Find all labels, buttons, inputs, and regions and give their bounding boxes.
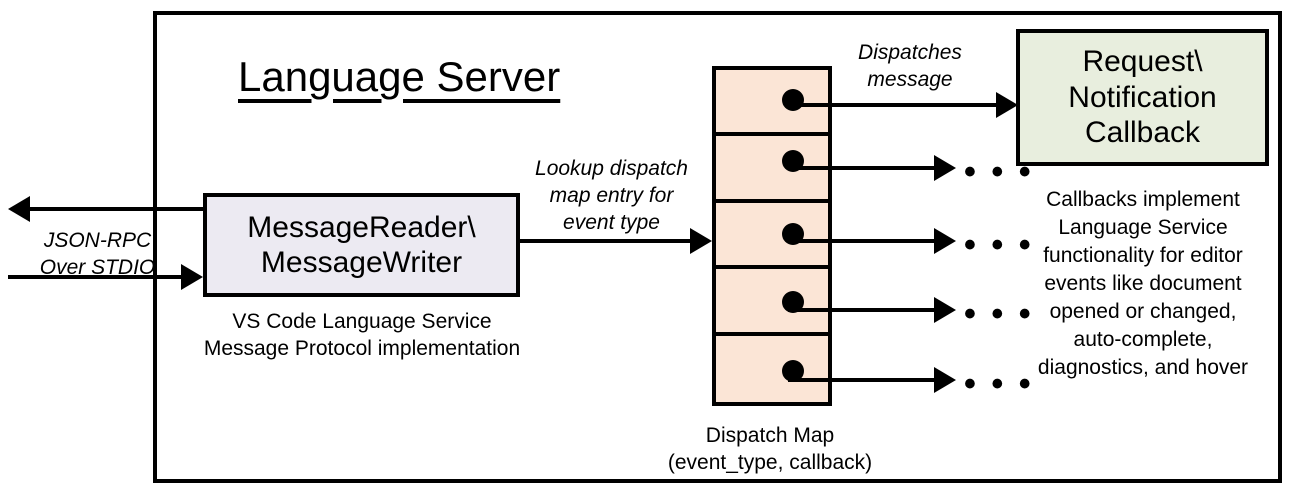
dispatch-map-dot-1 [782, 89, 804, 111]
callback-box-label: Request\ Notification Callback [1068, 45, 1217, 150]
message-reader-writer-label: MessageReader\ MessageWriter [247, 210, 476, 279]
json-rpc-label: JSON-RPC Over STDIO [39, 229, 156, 279]
dispatch-map-dot-4 [782, 291, 804, 314]
json-rpc-outbound-line [30, 207, 210, 211]
dispatch-row-3-line [788, 239, 948, 243]
dispatch-row-4-ellipsis: • • • [964, 295, 1034, 333]
callback-box[interactable]: Request\ Notification Callback [1016, 29, 1269, 166]
language-server-boundary [153, 11, 1282, 483]
dispatch-map[interactable] [712, 66, 832, 406]
dispatch-row-5-arrow [934, 367, 956, 393]
lookup-dispatch-arrow [690, 228, 712, 254]
dispatch-map-caption: Dispatch Map (event_type, callback) [667, 424, 873, 475]
dispatch-row-3-arrow [934, 228, 956, 254]
dispatch-row-5-ellipsis: • • • [964, 365, 1034, 403]
dispatch-map-cell-5[interactable] [716, 336, 828, 402]
dispatch-row-1-arrow [996, 92, 1018, 118]
message-reader-writer-box[interactable]: MessageReader\ MessageWriter [203, 193, 520, 297]
lookup-dispatch-label: Lookup dispatch map entry for event type [535, 157, 688, 234]
json-rpc-outbound-arrow [8, 196, 30, 222]
json-rpc-inbound-line [8, 275, 183, 279]
dispatch-row-2-arrow [934, 155, 956, 181]
message-reader-writer-caption: VS Code Language Service Message Protoco… [203, 310, 521, 361]
json-rpc-inbound-arrow [181, 264, 203, 290]
dispatch-map-dot-5 [782, 359, 804, 382]
dispatches-message-label: Dispatches message [858, 41, 962, 91]
lookup-dispatch-line [520, 239, 690, 243]
dispatch-row-1-line [788, 103, 1010, 107]
dispatch-row-3-ellipsis: • • • [964, 226, 1034, 264]
callback-caption: Callbacks implement Language Service fun… [1037, 188, 1249, 379]
dispatch-row-4-arrow [934, 297, 956, 323]
dispatch-map-cell-4[interactable] [716, 269, 828, 336]
dispatch-row-4-line [788, 308, 948, 312]
dispatch-row-2-line [788, 166, 948, 170]
dispatch-map-cell-3[interactable] [716, 203, 828, 270]
page-title: Language Server [238, 53, 561, 100]
dispatch-row-5-line [788, 378, 948, 382]
